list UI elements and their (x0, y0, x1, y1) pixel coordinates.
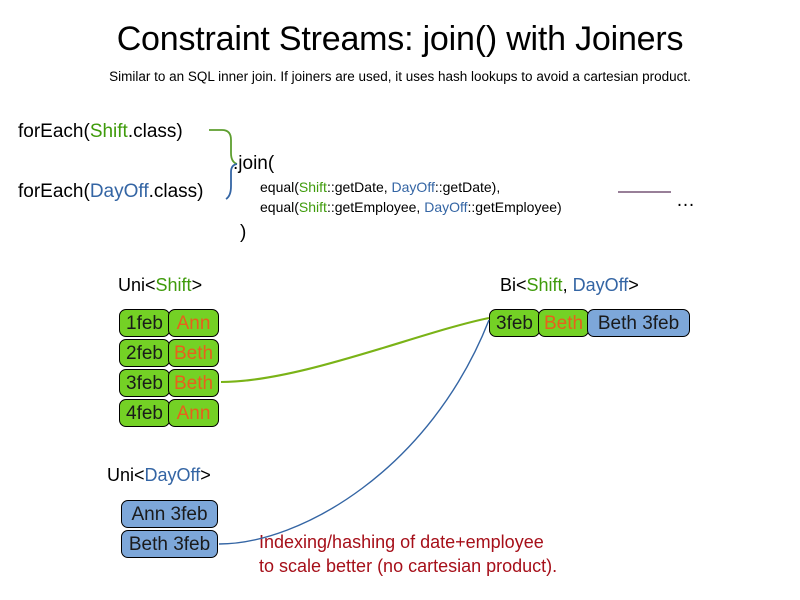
code-ellipsis: … (676, 190, 695, 211)
code-joiner-equal-employee-right-method: ::getEmployee) (467, 199, 562, 215)
code-joiner-equal-date-right-method: ::getDate), (434, 179, 501, 195)
bi-shift-employee-cell: Beth (538, 309, 589, 337)
bi-dayoff-cell: Beth 3feb (587, 309, 690, 337)
code-joiner-equal-employee-left-type: Shift (298, 199, 327, 215)
code-joiner-equal-date: equal(Shift::getDate, DayOff::getDate), (260, 179, 500, 195)
shift-date-cell: 1feb (119, 309, 170, 337)
code-joiner-equal-date-left-method: ::getDate, (326, 179, 392, 195)
code-joiner-equal-employee: equal(Shift::getEmployee, DayOff::getEmp… (260, 199, 562, 215)
label-uni-shift-prefix: Uni< (118, 275, 156, 295)
shift-fact-row[interactable]: 4feb Ann (119, 399, 219, 427)
code-foreach-shift-type: Shift (89, 121, 128, 142)
connector-dayoff-fact-to-bi (218, 319, 490, 545)
label-bi-type-shift: Shift (526, 275, 563, 295)
page-subtitle: Similar to an SQL inner join. If joiners… (109, 69, 691, 84)
dayoff-fact-row[interactable]: Beth 3feb (121, 530, 218, 558)
dayoff-fact-row[interactable]: Ann 3feb (121, 500, 218, 528)
code-join-close: ) (240, 222, 247, 243)
shift-employee-cell: Ann (168, 399, 219, 427)
bi-shift-date-cell: 3feb (489, 309, 540, 337)
label-bi-stream: Bi<Shift, DayOff> (500, 275, 639, 296)
label-uni-dayoff-type: DayOff (144, 465, 201, 485)
code-foreach-dayoff-suffix: .class) (148, 181, 204, 202)
code-foreach-shift-prefix: forEach( (18, 121, 90, 142)
connector-shift-fact-to-bi (220, 316, 490, 384)
label-uni-dayoff: Uni<DayOff> (107, 465, 211, 486)
dayoff-cell: Ann 3feb (121, 500, 218, 528)
shift-employee-cell: Beth (168, 369, 219, 397)
shift-employee-cell: Ann (168, 309, 219, 337)
code-joiner-equal-date-right-type: DayOff (391, 179, 435, 195)
label-uni-dayoff-prefix: Uni< (107, 465, 145, 485)
code-foreach-shift-suffix: .class) (127, 121, 183, 142)
code-joiner-equal-date-prefix: equal( (260, 179, 299, 195)
label-uni-shift: Uni<Shift> (118, 275, 202, 296)
bi-tuple-row[interactable]: 3feb Beth Beth 3feb (489, 309, 690, 337)
label-bi-type-dayoff: DayOff (572, 275, 629, 295)
shift-fact-row[interactable]: 3feb Beth (119, 369, 219, 397)
code-joiner-equal-employee-right-type: DayOff (424, 199, 468, 215)
shift-date-cell: 4feb (119, 399, 170, 427)
shift-date-cell: 3feb (119, 369, 170, 397)
shift-fact-row[interactable]: 1feb Ann (119, 309, 219, 337)
shift-date-cell: 2feb (119, 339, 170, 367)
code-foreach-shift: forEach(Shift.class) (18, 121, 183, 143)
code-join-open: .join( (233, 153, 275, 174)
code-foreach-dayoff-prefix: forEach( (18, 181, 90, 202)
dayoff-cell: Beth 3feb (121, 530, 218, 558)
code-foreach-dayoff-type: DayOff (89, 181, 149, 202)
code-joiner-equal-employee-left-method: ::getEmployee, (326, 199, 425, 215)
shift-employee-cell: Beth (168, 339, 219, 367)
explanation-caption: Indexing/hashing of date+employee to sca… (259, 532, 558, 577)
label-bi-separator: , (562, 275, 573, 295)
shift-fact-row[interactable]: 2feb Beth (119, 339, 219, 367)
label-bi-suffix: > (628, 275, 639, 295)
page-title: Constraint Streams: join() with Joiners (116, 20, 684, 58)
label-bi-prefix: Bi< (500, 275, 527, 295)
code-foreach-dayoff: forEach(DayOff.class) (18, 181, 204, 203)
label-uni-dayoff-suffix: > (200, 465, 211, 485)
label-uni-shift-suffix: > (191, 275, 203, 295)
code-joiner-equal-employee-prefix: equal( (260, 199, 299, 215)
code-joiner-equal-date-left-type: Shift (298, 179, 327, 195)
label-uni-shift-type: Shift (155, 275, 192, 295)
